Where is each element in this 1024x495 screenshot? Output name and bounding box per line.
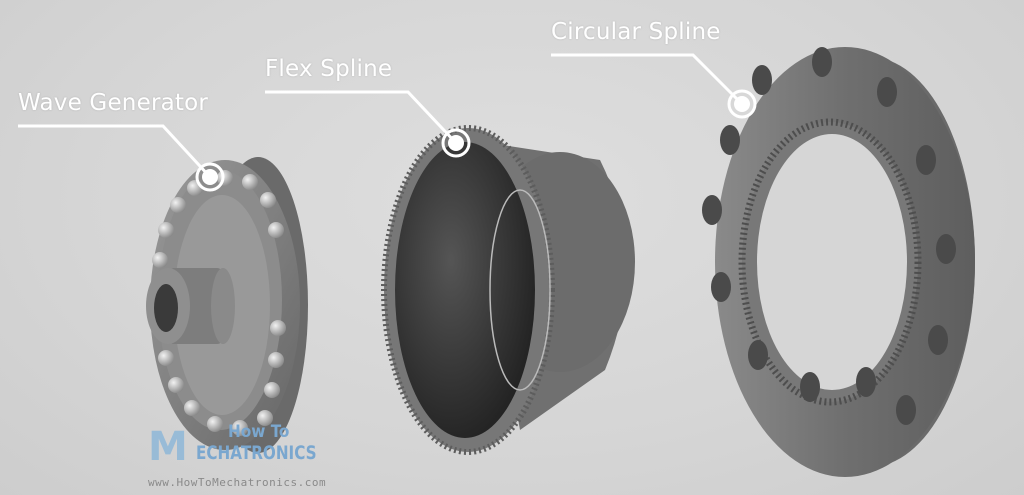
- watermark-line1: How To: [228, 422, 290, 442]
- callout-circular-spline: [551, 53, 757, 119]
- watermark-logo-letter: M: [148, 424, 188, 470]
- watermark-line2: ECHATRONICS: [196, 442, 317, 464]
- flex-spline-part: [381, 125, 635, 455]
- label-circular-spline: Circular Spline: [551, 19, 721, 45]
- watermark-logo: M How To ECHATRONICS www.HowToMechatroni…: [146, 420, 326, 495]
- label-wave-generator: Wave Generator: [18, 90, 209, 116]
- marker-dot-wave-generator: [202, 169, 218, 185]
- wave-generator-part: [146, 157, 308, 453]
- callout-wave-generator: [18, 124, 225, 192]
- marker-dot-circular-spline: [734, 96, 750, 112]
- marker-dot-flex-spline: [448, 135, 464, 151]
- circular-spline-part: [702, 47, 975, 477]
- watermark-url: www.HowToMechatronics.com: [148, 476, 327, 489]
- callout-flex-spline: [265, 90, 471, 158]
- label-flex-spline: Flex Spline: [265, 56, 393, 82]
